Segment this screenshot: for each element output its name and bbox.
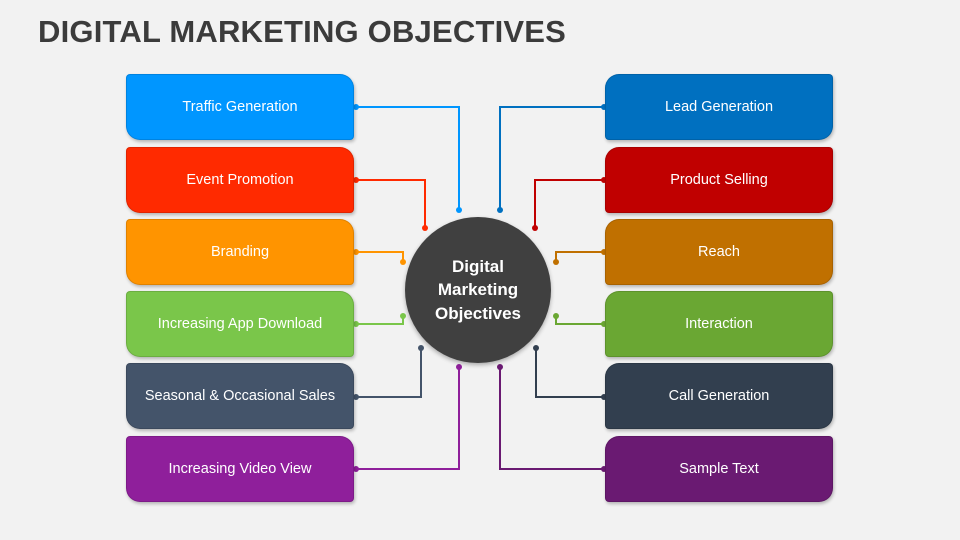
left-connector-dot bbox=[353, 249, 359, 255]
right-item-3: Reach bbox=[605, 219, 833, 285]
right-connector-dot bbox=[497, 364, 503, 370]
right-item-1: Lead Generation bbox=[605, 74, 833, 140]
left-item-label: Event Promotion bbox=[186, 172, 294, 188]
left-connector-dot bbox=[400, 259, 406, 265]
center-hub: Digital Marketing Objectives bbox=[405, 217, 551, 363]
right-item-label: Call Generation bbox=[668, 388, 770, 404]
left-connector-dot bbox=[418, 345, 424, 351]
left-connector-dot bbox=[456, 364, 462, 370]
right-connector-6 bbox=[499, 367, 604, 470]
left-connector-dot bbox=[353, 177, 359, 183]
left-connector-6 bbox=[356, 367, 460, 470]
left-connector-dot bbox=[456, 207, 462, 213]
right-connector-dot bbox=[553, 259, 559, 265]
right-connector-2 bbox=[534, 179, 604, 228]
page-title: DIGITAL MARKETING OBJECTIVES bbox=[38, 14, 567, 49]
right-item-label: Lead Generation bbox=[664, 99, 774, 115]
right-connector-dot bbox=[497, 207, 503, 213]
left-connector-1 bbox=[356, 106, 460, 210]
right-item-label: Interaction bbox=[685, 316, 753, 332]
right-item-5: Call Generation bbox=[605, 363, 833, 429]
left-item-label: Increasing App Download bbox=[157, 316, 323, 332]
left-connector-2 bbox=[356, 179, 426, 228]
left-item-6: Increasing Video View bbox=[126, 436, 354, 502]
left-connector-dot bbox=[353, 394, 359, 400]
right-item-2: Product Selling bbox=[605, 147, 833, 213]
right-connector-5 bbox=[535, 348, 604, 398]
left-connector-dot bbox=[400, 313, 406, 319]
left-item-5: Seasonal & Occasional Sales bbox=[126, 363, 354, 429]
right-item-4: Interaction bbox=[605, 291, 833, 357]
right-connector-1 bbox=[499, 106, 604, 210]
left-connector-3 bbox=[356, 251, 404, 262]
left-item-2: Event Promotion bbox=[126, 147, 354, 213]
left-connector-dot bbox=[353, 104, 359, 110]
right-item-label: Reach bbox=[698, 244, 740, 260]
left-connector-dot bbox=[353, 321, 359, 327]
left-item-4: Increasing App Download bbox=[126, 291, 354, 357]
left-connector-dot bbox=[422, 225, 428, 231]
right-connector-dot bbox=[553, 313, 559, 319]
right-connector-dot bbox=[533, 345, 539, 351]
left-connector-4 bbox=[356, 316, 404, 325]
left-item-label: Seasonal & Occasional Sales bbox=[144, 388, 336, 404]
right-connector-4 bbox=[555, 316, 604, 325]
right-connector-dot bbox=[532, 225, 538, 231]
left-item-1: Traffic Generation bbox=[126, 74, 354, 140]
right-item-label: Product Selling bbox=[670, 172, 768, 188]
left-item-label: Traffic Generation bbox=[182, 99, 298, 115]
left-connector-5 bbox=[356, 348, 422, 398]
left-item-label: Branding bbox=[210, 244, 270, 260]
left-item-3: Branding bbox=[126, 219, 354, 285]
right-connector-3 bbox=[555, 251, 604, 262]
right-item-6: Sample Text bbox=[605, 436, 833, 502]
left-connector-dot bbox=[353, 466, 359, 472]
left-item-label: Increasing Video View bbox=[168, 461, 312, 477]
right-item-label: Sample Text bbox=[679, 461, 759, 477]
